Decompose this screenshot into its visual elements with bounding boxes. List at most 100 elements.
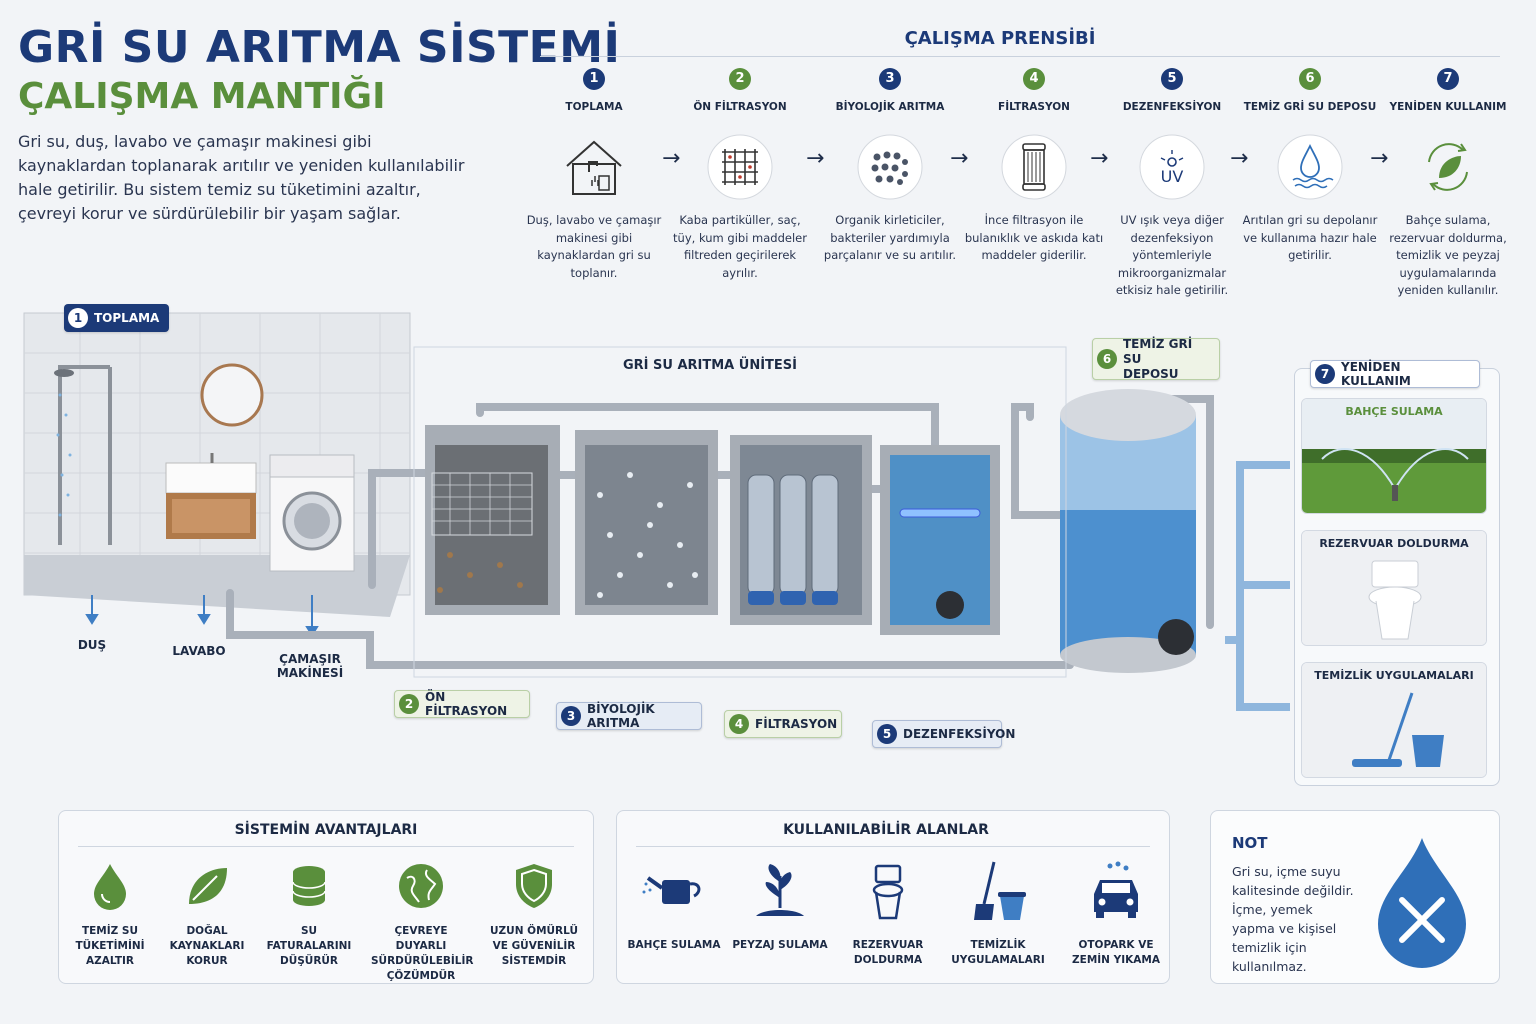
page-title: GRİ SU ARITMA SİSTEMİ <box>18 22 621 73</box>
usage-item: REZERVUAR DOLDURMA <box>838 860 938 968</box>
arrow-right-icon: → <box>1230 146 1249 171</box>
mop-bucket-illustration <box>1302 663 1486 777</box>
usage-label: PEYZAJ SULAMA <box>732 939 828 951</box>
note-text: Gri su, içme suyu kalitesinde değildir. … <box>1232 864 1354 974</box>
usage-title: KULLANILABİLİR ALANLAR <box>783 822 989 838</box>
advantage-item: DOĞAL KAYNAKLARI KORUR <box>157 862 257 969</box>
advantage-label: UZUN ÖMÜRLÜ VE GÜVENİLİR SİSTEMDİR <box>490 925 578 967</box>
broom-bucket-icon <box>974 861 1026 920</box>
step-desc: Organik kirleticiler, bakteriler yardımı… <box>823 213 957 262</box>
step-label: BİYOLOJİK ARITMA <box>835 101 945 113</box>
shield-icon <box>516 864 552 908</box>
step-label: DEZENFEKSİYON <box>1122 101 1222 113</box>
plant-icon <box>756 864 804 916</box>
step-number: 3 <box>879 68 901 90</box>
toilet-icon <box>872 864 904 920</box>
principle-step-3: 3 BİYOLOJİK ARITMA Organik kirleticiler,… <box>820 68 960 265</box>
tag-biyolojik-aritma: 3 BİYOLOJİK ARITMA <box>556 702 702 730</box>
sprinkler-illustration <box>1302 399 1486 513</box>
principle-step-1: 1 TOPLAMA Duş, lavabo ve çamaşır makines… <box>524 68 664 282</box>
arrow-right-icon: → <box>1090 146 1109 171</box>
step-desc: Duş, lavabo ve çamaşır makinesi gibi kay… <box>526 213 662 280</box>
tag-number: 3 <box>561 706 581 726</box>
usage-item: OTOPARK VE ZEMİN YIKAMA <box>1066 860 1166 968</box>
advantage-item: SU FATURALARINI DÜŞÜRÜR <box>259 862 359 969</box>
tag-label: BİYOLOJİK ARITMA <box>587 702 655 730</box>
treatment-tanks <box>425 389 1196 673</box>
tag-label-line1: TEMİZ GRİ SU <box>1123 336 1193 366</box>
step-label: ÖN FİLTRASYON <box>693 101 787 113</box>
reuse-card-toilet: REZERVUAR DOLDURMA <box>1301 530 1487 646</box>
car-wash-icon <box>1094 861 1138 918</box>
step-desc: UV ışık veya diğer dezenfeksiyon yönteml… <box>1115 213 1229 297</box>
drop-icon <box>94 864 126 910</box>
intro-paragraph: Gri su, duş, lavabo ve çamaşır makinesi … <box>18 132 465 223</box>
coins-icon <box>292 866 326 906</box>
usage-item: TEMİZLİK UYGULAMALARI <box>948 860 1048 968</box>
note-title: NOT <box>1232 834 1268 852</box>
tag-number: 4 <box>729 714 749 734</box>
advantage-label: SU FATURALARINI DÜŞÜRÜR <box>266 925 352 967</box>
step-number: 4 <box>1023 68 1045 90</box>
advantages-divider <box>78 846 574 847</box>
step-label: TOPLAMA <box>565 101 623 113</box>
principle-step-4: 4 FİLTRASYON İnce filtrasyon ile bulanık… <box>964 68 1104 265</box>
reuse-card-label: BAHÇE SULAMA <box>1345 405 1443 418</box>
reuse-card-label: TEMİZLİK UYGULAMALARI <box>1314 669 1474 682</box>
step-label: FİLTRASYON <box>998 101 1070 113</box>
usage-divider <box>636 846 1150 847</box>
step-number: 2 <box>729 68 751 90</box>
tag-number: 5 <box>877 724 897 744</box>
bathroom-illustration <box>23 312 411 637</box>
usage-item: BAHÇE SULAMA <box>624 860 724 953</box>
house-icon <box>559 132 629 202</box>
leaf-icon <box>189 868 227 904</box>
arrow-right-icon: → <box>662 146 681 171</box>
tag-number: 1 <box>68 308 88 328</box>
mesh-filter-icon <box>705 132 775 202</box>
step-label: TEMİZ GRİ SU DEPOSU <box>1243 101 1377 113</box>
source-washing-machine: ÇAMAŞIR MAKİNESİ <box>276 652 344 680</box>
source-shower: DUŞ <box>77 638 107 652</box>
step-desc: İnce filtrasyon ile bulanıklık ve askıda… <box>964 213 1104 262</box>
tag-temiz-gri-su-deposu: 6 TEMİZ GRİ SU DEPOSU <box>1092 336 1220 381</box>
usage-label: TEMİZLİK UYGULAMALARI <box>951 939 1045 966</box>
tag-label: YENİDEN KULLANIM <box>1341 360 1411 388</box>
uv-icon: UV <box>1137 132 1207 202</box>
tag-label: FİLTRASYON <box>755 717 838 731</box>
tag-label: ÖN FİLTRASYON <box>425 690 508 718</box>
page-subtitle: ÇALIŞMA MANTIĞI <box>18 76 386 117</box>
water-drop-icon <box>1275 132 1345 202</box>
no-drinking-icon <box>1376 836 1468 976</box>
usage-label: BAHÇE SULAMA <box>627 939 721 951</box>
advantage-item: TEMİZ SU TÜKETİMİNİ AZALTIR <box>60 862 160 969</box>
arrow-right-icon: → <box>950 146 969 171</box>
tag-yeniden-kullanim: 7 YENİDEN KULLANIM <box>1310 360 1480 388</box>
tag-label: TOPLAMA <box>94 311 160 325</box>
usage-label: REZERVUAR DOLDURMA <box>852 939 924 966</box>
tag-label: DEZENFEKSİYON <box>903 727 1016 741</box>
step-number: 6 <box>1299 68 1321 90</box>
recycle-leaf-icon <box>1413 132 1483 202</box>
principle-step-6: 6 TEMİZ GRİ SU DEPOSU Arıtılan gri su de… <box>1240 68 1380 265</box>
advantage-item: UZUN ÖMÜRLÜ VE GÜVENİLİR SİSTEMDİR <box>484 862 584 969</box>
principle-title: ÇALIŞMA PRENSİBİ <box>904 28 1096 49</box>
reuse-card-garden: BAHÇE SULAMA <box>1301 398 1487 514</box>
tag-number: 6 <box>1097 349 1117 369</box>
reuse-card-label: REZERVUAR DOLDURMA <box>1319 537 1469 550</box>
principle-step-7: 7 YENİDEN KULLANIM Bahçe sulama, rezervu… <box>1378 68 1518 300</box>
step-number: 5 <box>1161 68 1183 90</box>
reuse-card-cleaning: TEMİZLİK UYGULAMALARI <box>1301 662 1487 778</box>
tag-number: 7 <box>1315 364 1335 384</box>
principle-step-5: 5 DEZENFEKSİYON UV UV ışık veya diğer de… <box>1102 68 1242 300</box>
principle-step-2: 2 ÖN FİLTRASYON Kaba partiküller, saç, t… <box>670 68 810 282</box>
tag-on-filtrasyon: 2 ÖN FİLTRASYON <box>394 690 530 718</box>
usage-box <box>616 810 1170 984</box>
advantage-label: TEMİZ SU TÜKETİMİNİ AZALTIR <box>75 925 145 967</box>
tag-filtrasyon: 4 FİLTRASYON <box>724 710 842 738</box>
bacteria-icon <box>855 132 925 202</box>
treatment-unit-title: GRİ SU ARITMA ÜNİTESİ <box>622 358 797 373</box>
tag-number: 2 <box>399 694 419 714</box>
toilet-illustration <box>1302 531 1486 645</box>
advantages-box <box>58 810 594 984</box>
